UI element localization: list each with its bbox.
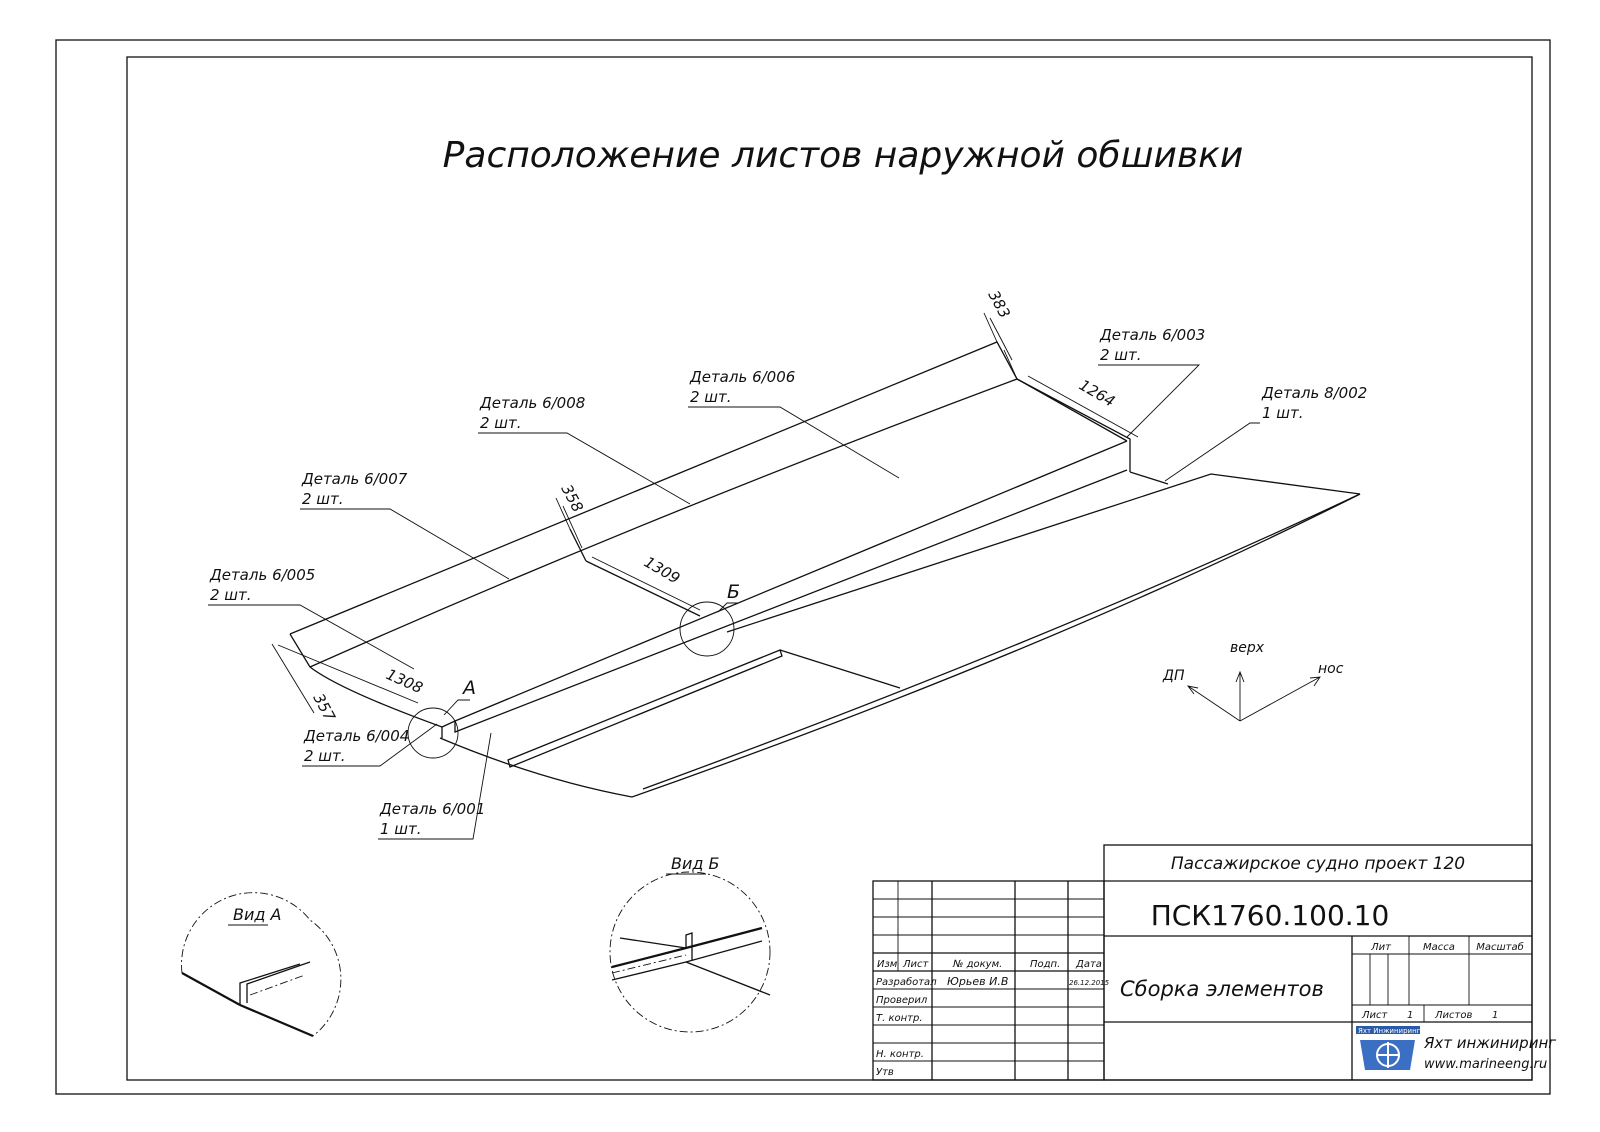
part-label-6-001: Деталь 6/001 1 шт. (378, 732, 492, 840)
svg-text:1: 1 (1407, 1010, 1413, 1021)
outer-frame (55, 39, 1551, 1095)
part-qty: 2 шт. (480, 414, 522, 432)
part-qty: 2 шт. (210, 586, 252, 604)
svg-text:1: 1 (1492, 1010, 1498, 1021)
svg-text:Лит: Лит (1370, 942, 1392, 953)
axis-up-label: верх (1230, 640, 1265, 656)
company-website: www.marineeng.ru (1424, 1057, 1547, 1072)
dim-1309: 1309 (641, 553, 683, 588)
part-name: Деталь 6/006 (689, 368, 795, 386)
company-logo: Яхт Инжиниринг (1356, 1026, 1421, 1070)
dim-357: 357 (309, 690, 339, 724)
axis-dp-label: ДП (1162, 668, 1185, 684)
inner-frame (126, 56, 1533, 1081)
part-label-6-006: Деталь 6/006 2 шт. (688, 368, 900, 479)
document-number: ПСК1760.100.10 (1151, 899, 1390, 932)
part-name: Деталь 8/002 (1261, 384, 1367, 402)
orientation-axes: верх нос ДП (1162, 640, 1344, 722)
part-qty: 2 шт. (304, 747, 346, 765)
svg-text:Подп.: Подп. (1030, 959, 1060, 970)
svg-text:Т. контр.: Т. контр. (876, 1013, 923, 1024)
drawing-title: Расположение листов наружной обшивки (443, 135, 1244, 176)
part-qty: 1 шт. (1262, 404, 1304, 422)
part-name: Деталь 6/008 (479, 394, 585, 412)
dim-383: 383 (984, 287, 1013, 321)
project-name: Пассажирское судно проект 120 (1171, 854, 1465, 874)
svg-text:Лист: Лист (1361, 1010, 1389, 1021)
svg-text:Яхт Инжиниринг: Яхт Инжиниринг (1358, 1027, 1421, 1035)
view-a-title: Вид А (233, 905, 281, 924)
document-name: Сборка элементов (1120, 977, 1324, 1001)
callout-b-label: Б (727, 581, 740, 603)
svg-text:Масштаб: Масштаб (1476, 941, 1524, 953)
part-qty: 2 шт. (302, 490, 344, 508)
callout-circle-a (407, 707, 459, 759)
svg-text:Листов: Листов (1434, 1010, 1472, 1021)
part-label-6-008: Деталь 6/008 2 шт. (478, 394, 691, 505)
part-name: Деталь 6/004 (303, 727, 409, 745)
dimension-lines (271, 312, 1139, 714)
company-name: Яхт инжиниринг (1423, 1034, 1556, 1052)
svg-text:Масса: Масса (1423, 942, 1455, 953)
hull-plate-assembly (289, 341, 1361, 798)
part-label-8-002: Деталь 8/002 1 шт. (1164, 384, 1367, 482)
dim-1308: 1308 (383, 665, 425, 697)
svg-text:Изм: Изм (877, 959, 898, 970)
callout-a-label: А (461, 677, 476, 699)
svg-text:Лист: Лист (902, 959, 930, 970)
svg-text:Юрьев И.В: Юрьев И.В (947, 975, 1008, 988)
view-a-detail: Вид А (181, 892, 342, 1038)
title-block: Изм Лист № докум. Подп. Дата Разработал … (872, 844, 1556, 1081)
svg-text:26.12.2015: 26.12.2015 (1069, 979, 1110, 987)
part-label-6-005: Деталь 6/005 2 шт. (208, 566, 415, 670)
callout-circle-b (679, 601, 735, 657)
svg-text:№ докум.: № докум. (952, 959, 1002, 970)
part-label-6-007: Деталь 6/007 2 шт. (300, 470, 510, 580)
part-name: Деталь 6/001 (379, 800, 485, 818)
part-qty: 2 шт. (1100, 346, 1142, 364)
part-qty: 1 шт. (380, 820, 422, 838)
svg-text:Утв: Утв (876, 1067, 894, 1078)
view-b-detail: Вид Б (609, 854, 771, 1033)
svg-text:Разработал: Разработал (876, 976, 937, 988)
part-qty: 2 шт. (690, 388, 732, 406)
part-name: Деталь 6/005 (209, 566, 315, 584)
part-name: Деталь 6/003 (1099, 326, 1205, 344)
part-name: Деталь 6/007 (301, 470, 408, 488)
part-label-6-003: Деталь 6/003 2 шт. (1098, 326, 1205, 438)
view-b-title: Вид Б (671, 854, 720, 873)
part-label-6-004: Деталь 6/004 2 шт. (302, 723, 438, 767)
axis-bow-label: нос (1318, 661, 1344, 677)
svg-text:Н. контр.: Н. контр. (876, 1049, 924, 1060)
dim-1264: 1264 (1076, 376, 1118, 411)
svg-text:Дата: Дата (1075, 959, 1102, 970)
svg-text:Проверил: Проверил (876, 995, 928, 1006)
